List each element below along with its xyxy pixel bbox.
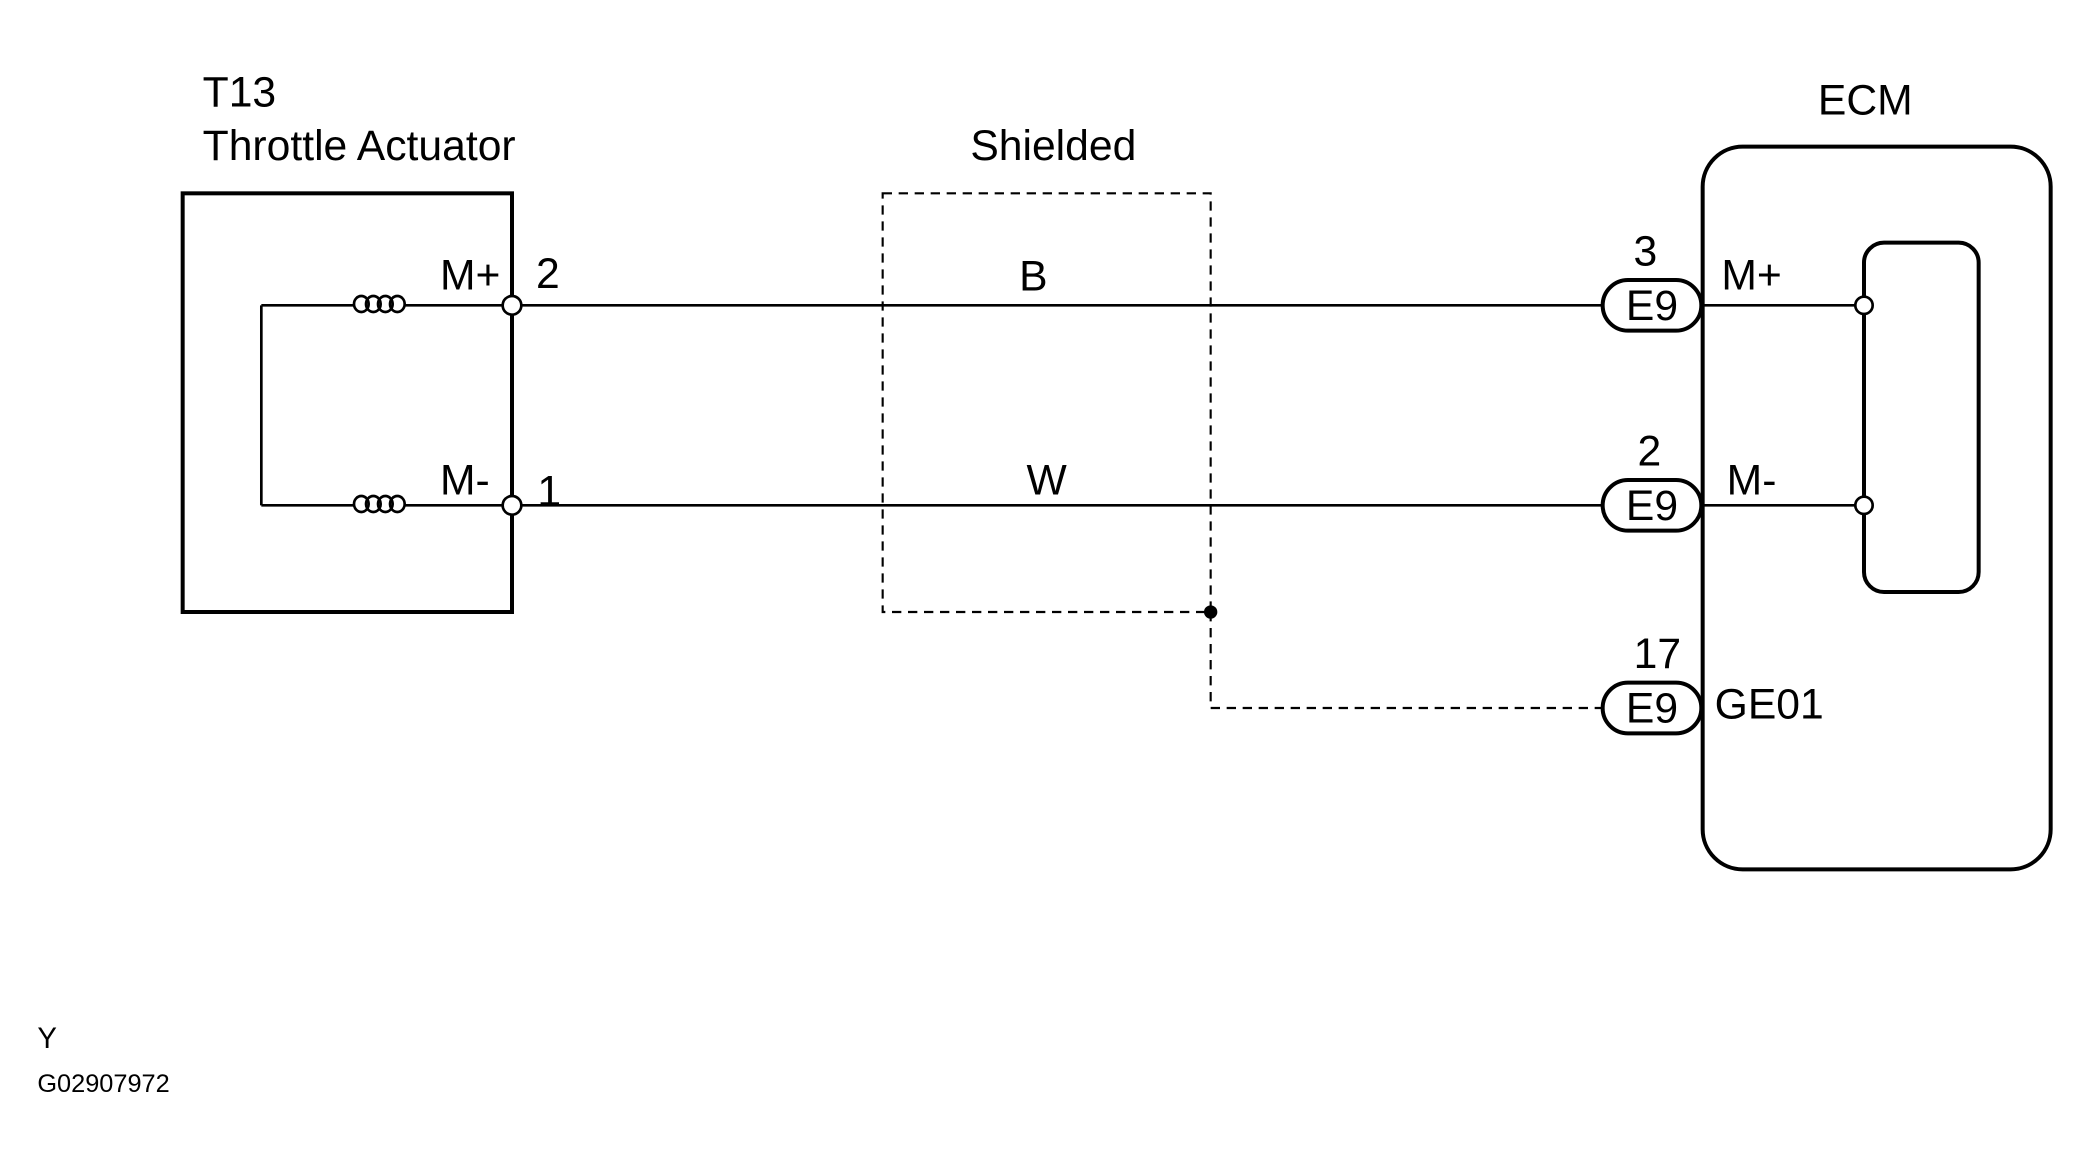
actuator-pin-label-m-minus: M- <box>440 457 490 505</box>
wire-color-m-minus: W <box>1027 457 1068 505</box>
actuator-code: T13 <box>203 69 277 117</box>
wire-color-m-plus: B <box>1019 253 1047 301</box>
coil-loop <box>352 294 370 314</box>
ecm-pin-label-ge01: GE01 <box>1715 681 1824 729</box>
coil-m-plus <box>261 294 512 314</box>
actuator-terminal-m-minus <box>501 494 523 516</box>
actuator-name: Throttle Actuator <box>203 122 516 170</box>
shield-ground-wire <box>1209 611 1603 710</box>
coil-loop <box>376 294 394 314</box>
actuator-pin-label-m-plus: M+ <box>440 251 500 299</box>
actuator-box <box>180 191 514 614</box>
coil-m-minus <box>261 494 512 514</box>
ecm-pin-number-ge01: 17 <box>1634 630 1681 678</box>
shield-box <box>881 192 1212 614</box>
view-marker: Y <box>37 1022 57 1055</box>
ecm-pin-number-m-plus: 3 <box>1633 227 1657 275</box>
connector-label: E9 <box>1626 282 1678 330</box>
ecm-pin-label-m-plus: M+ <box>1721 251 1781 299</box>
connector-e9-pin3 <box>1600 277 1704 333</box>
coil-loop <box>364 294 382 314</box>
ecm-pin-number-m-minus: 2 <box>1637 427 1661 475</box>
actuator-pin-number-m-plus: 2 <box>536 250 560 298</box>
figure-id: G02907972 <box>37 1070 169 1098</box>
actuator-terminal-m-plus <box>501 294 523 316</box>
shield-splice-dot <box>1203 605 1218 619</box>
connector-e9-pin2 <box>1600 477 1704 533</box>
ecm-title: ECM <box>1818 77 1913 125</box>
coil-loop <box>376 494 394 514</box>
coil-loop <box>388 294 406 314</box>
coil-loop <box>364 494 382 514</box>
coil-loop <box>352 494 370 514</box>
connector-label: E9 <box>1626 685 1678 733</box>
ecm-terminal-m-minus <box>1853 495 1874 516</box>
actuator-pin-number-m-minus: 1 <box>537 467 561 515</box>
connector-e9-pin17 <box>1600 680 1704 736</box>
ecm-pin-label-m-minus: M- <box>1727 457 1777 505</box>
ecm-terminal-m-plus <box>1853 295 1874 316</box>
ecm-internal-driver-box <box>1861 240 1981 594</box>
shield-label: Shielded <box>970 122 1136 170</box>
connector-label: E9 <box>1626 482 1678 530</box>
